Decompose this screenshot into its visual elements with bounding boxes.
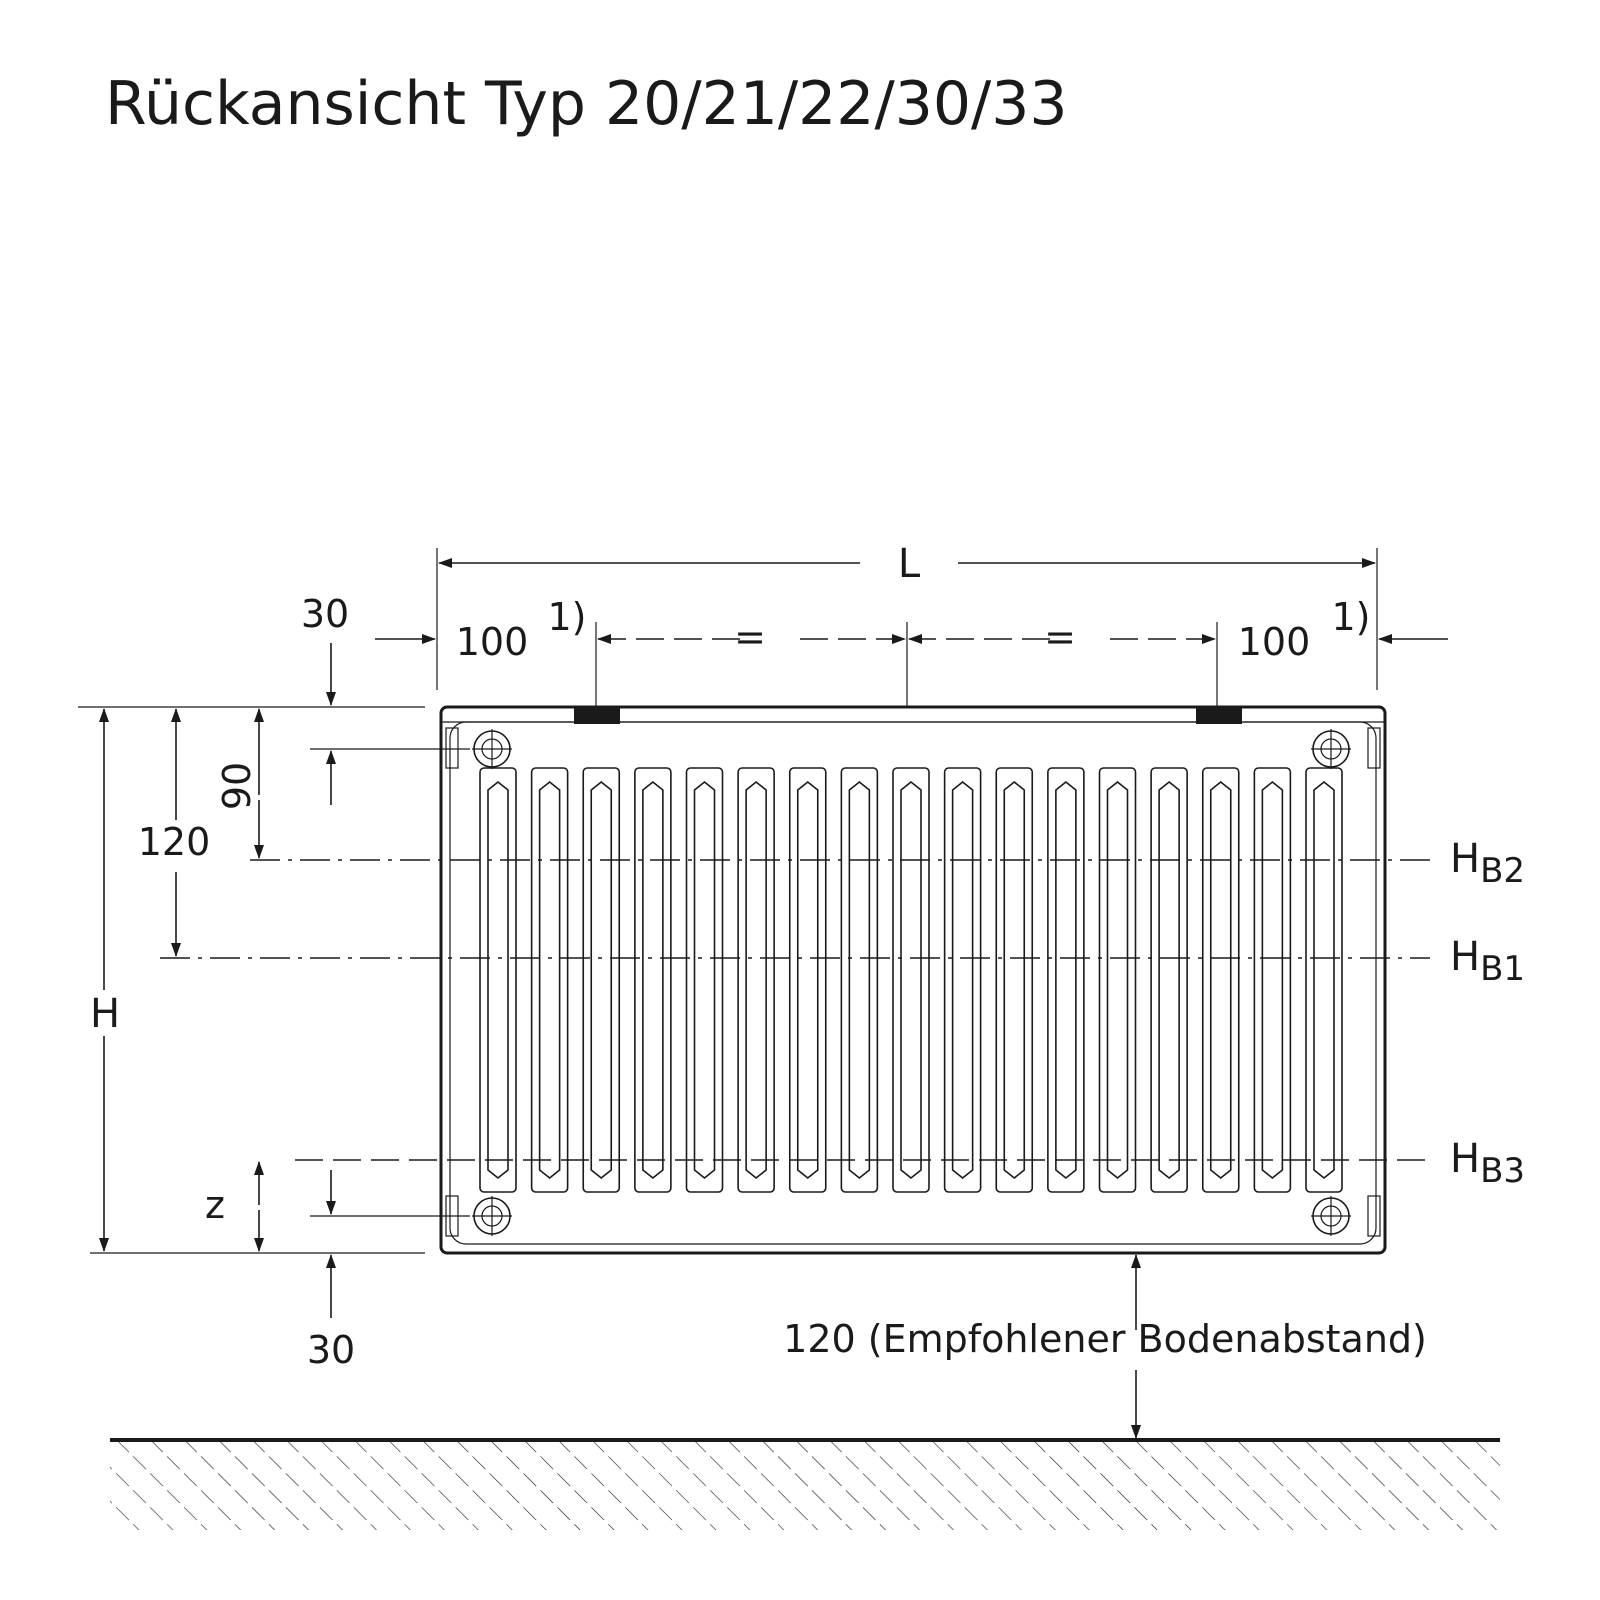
radiator-rib-inner bbox=[1158, 780, 1180, 1180]
dimension-label-120: 120 bbox=[138, 820, 211, 864]
dimension-length: L bbox=[436, 541, 1378, 690]
radiator-rib-inner bbox=[1055, 780, 1077, 1180]
radiator-rib-inner bbox=[745, 780, 767, 1180]
mounting-height-lines: HB2 HB1 HB3 bbox=[160, 836, 1525, 1191]
floor-clearance-dimension: 120 (Empfohlener Bodenabstand) bbox=[783, 1254, 1427, 1439]
radiator-rib bbox=[892, 767, 930, 1193]
floor bbox=[110, 1438, 1500, 1530]
radiator-rib-inner bbox=[1106, 780, 1129, 1180]
radiator-rib bbox=[1253, 767, 1292, 1193]
radiator-rib bbox=[788, 767, 827, 1193]
radiator-rib bbox=[634, 767, 672, 1193]
footnote-marker-right: 1) bbox=[1331, 595, 1370, 639]
dimension-label-H: H bbox=[90, 991, 120, 1037]
dimension-label-100-left: 100 bbox=[456, 620, 529, 664]
radiator-rib bbox=[1305, 767, 1343, 1193]
mount-height-label-hb2: HB2 bbox=[1450, 836, 1525, 891]
radiator-rib bbox=[1201, 767, 1240, 1193]
radiator-rib-inner bbox=[538, 780, 561, 1180]
dimension-label-30-top: 30 bbox=[301, 592, 349, 636]
radiator-rib-inner bbox=[590, 780, 613, 1180]
radiator-body bbox=[439, 705, 1387, 1255]
radiator-rib-inner bbox=[796, 780, 819, 1180]
connection-fitting-top-right bbox=[1311, 727, 1381, 769]
connection-fitting-bottom-left bbox=[445, 1195, 512, 1237]
radiator-rib bbox=[1098, 767, 1137, 1193]
mount-height-label-hb1: HB1 bbox=[1450, 934, 1525, 989]
radiator-rib bbox=[685, 767, 724, 1193]
radiator-rib bbox=[995, 767, 1034, 1193]
radiator-rib-inner bbox=[1209, 780, 1232, 1180]
equal-sign-right: = bbox=[1044, 615, 1076, 659]
radiator-rib bbox=[1150, 767, 1188, 1193]
radiator-rib bbox=[479, 767, 517, 1193]
dimension-label-L: L bbox=[898, 541, 921, 587]
wall-bracket-left bbox=[574, 706, 620, 724]
wall-bracket-right bbox=[1196, 706, 1242, 724]
dimension-label-100-right: 100 bbox=[1238, 620, 1311, 664]
radiator-rib bbox=[840, 767, 879, 1193]
drawing-title: Rückansicht Typ 20/21/22/30/33 bbox=[105, 69, 1068, 139]
radiator-rib bbox=[1047, 767, 1085, 1193]
radiator-rib-inner bbox=[951, 780, 974, 1180]
radiator-rib-inner bbox=[1313, 780, 1335, 1180]
radiator-rib bbox=[582, 767, 621, 1193]
dimension-bracket-positions: 100 1) = = 100 1) bbox=[375, 595, 1448, 712]
radiator-rib-inner bbox=[693, 780, 716, 1180]
connection-fitting-top-left bbox=[445, 727, 512, 769]
mount-height-label-hb3: HB3 bbox=[1450, 1136, 1525, 1191]
radiator-rib-inner bbox=[487, 780, 509, 1180]
connection-fitting-bottom-right bbox=[1311, 1195, 1381, 1237]
radiator-rib bbox=[737, 767, 775, 1193]
radiator-rib-inner bbox=[1003, 780, 1026, 1180]
dimension-vertical-group: 30 90 120 H z 30 bbox=[78, 592, 470, 1372]
radiator-rib-inner bbox=[848, 780, 871, 1180]
radiator-rib-inner bbox=[642, 780, 664, 1180]
equal-sign-left: = bbox=[734, 615, 766, 659]
radiator-rib-inner bbox=[900, 780, 922, 1180]
radiator-ribs bbox=[479, 767, 1343, 1193]
dimension-label-30-bottom: 30 bbox=[307, 1328, 355, 1372]
footnote-marker-left: 1) bbox=[547, 595, 586, 639]
radiator-rib bbox=[530, 767, 569, 1193]
radiator-rib-inner bbox=[1261, 780, 1284, 1180]
floor-clearance-label: 120 (Empfohlener Bodenabstand) bbox=[783, 1317, 1427, 1361]
radiator-rib bbox=[943, 767, 982, 1193]
dimension-label-90: 90 bbox=[215, 762, 259, 810]
dimension-label-z: z bbox=[205, 1183, 225, 1227]
